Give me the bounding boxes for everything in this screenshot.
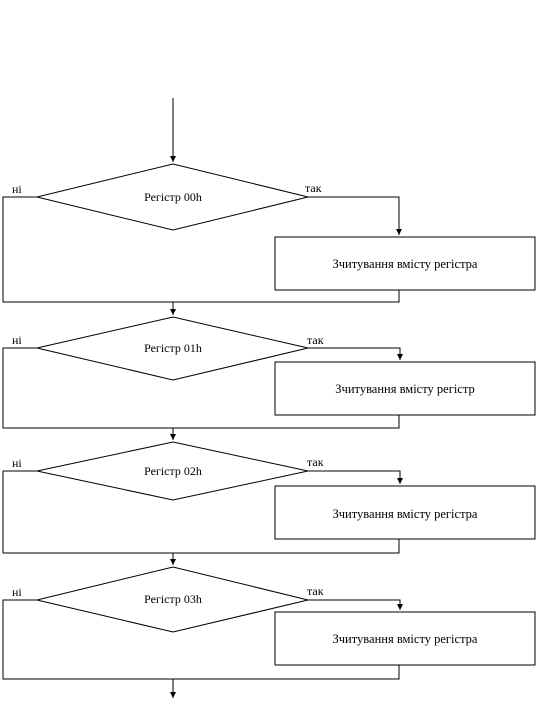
block-01h: Регістр 01h ні так Зчитування вмісту рег… — [2, 316, 536, 429]
action-box — [274, 485, 536, 540]
action-label: Зчитування вмісту регістра — [333, 507, 478, 521]
action-box — [274, 611, 536, 666]
decision-label: Регістр 02h — [144, 464, 202, 478]
yes-label: так — [307, 584, 324, 598]
yes-connector — [308, 347, 403, 360]
no-label: ні — [12, 182, 22, 196]
merge-connector — [2, 470, 400, 554]
decision-label: Регістр 00h — [144, 190, 202, 204]
block-02h: Регістр 02h ні так Зчитування вмісту рег… — [2, 441, 536, 554]
action-label: Зчитування вмісту регістр — [335, 382, 474, 396]
yes-label: так — [307, 455, 324, 469]
action-label: Зчитування вмісту регістра — [333, 257, 478, 271]
yes-connector — [308, 470, 403, 484]
no-label: ні — [12, 585, 22, 599]
merge-connector — [2, 196, 400, 303]
yes-connector — [308, 599, 403, 610]
merge-connector — [2, 599, 400, 680]
action-box — [274, 236, 536, 291]
merge-connector — [2, 347, 400, 429]
block-00h: Регістр 00h ні так Зчитування вмісту рег… — [2, 163, 536, 303]
block-03h: Регістр 03h ні так Зчитування вмісту рег… — [2, 566, 536, 680]
no-label: ні — [12, 456, 22, 470]
yes-label: так — [305, 181, 322, 195]
yes-label: так — [307, 333, 324, 347]
yes-connector — [308, 196, 402, 235]
decision-label: Регістр 03h — [144, 592, 202, 606]
decision-label: Регістр 01h — [144, 341, 202, 355]
action-label: Зчитування вмісту регістра — [333, 632, 478, 646]
action-box — [274, 361, 536, 416]
no-label: ні — [12, 333, 22, 347]
